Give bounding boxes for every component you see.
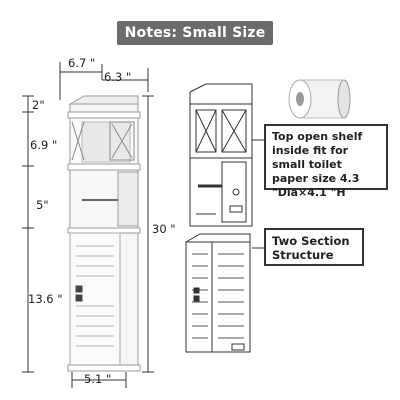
- title-banner: Notes: Small Size: [117, 21, 273, 45]
- upper-section-drawing: [189, 83, 253, 227]
- dim-total-height: 30 ": [152, 222, 176, 236]
- top-shelf-note-text: Top open shelf inside fit for small toil…: [272, 130, 363, 199]
- dim-width-top: 6.7 ": [68, 56, 96, 70]
- toilet-paper-roll: [288, 79, 351, 119]
- dim-open-shelf: 6.9 ": [30, 138, 58, 152]
- top-shelf-note: Top open shelf inside fit for small toil…: [264, 124, 388, 199]
- title-text: Notes: Small Size: [124, 25, 266, 41]
- two-section-note-text: Two Section Structure: [272, 234, 350, 262]
- main-cabinet: [67, 95, 141, 372]
- lower-section-drawing: [185, 233, 251, 353]
- dim-top-shelf: 2": [32, 98, 45, 112]
- two-section-note: Two Section Structure: [264, 228, 364, 266]
- dim-cabinet: 13.6 ": [28, 292, 63, 306]
- dim-base-width: 5.1 ": [84, 372, 112, 386]
- dim-paper-holder: 5": [36, 198, 49, 212]
- dim-depth-top: 6.3 ": [104, 70, 132, 84]
